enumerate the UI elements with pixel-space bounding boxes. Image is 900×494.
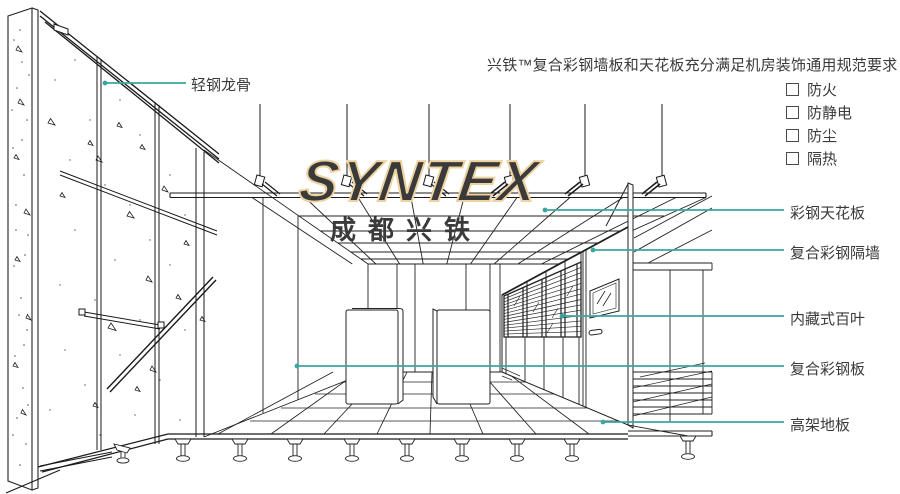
right-side-panels xyxy=(627,195,713,437)
label-light-steel-keel: 轻钢龙骨 xyxy=(191,77,252,94)
checklist-item-label: 防火 xyxy=(807,82,838,99)
checklist-item-label: 防静电 xyxy=(807,105,853,122)
checkbox-icon xyxy=(786,106,799,119)
door-window xyxy=(589,278,620,319)
door-handle xyxy=(588,328,603,336)
steel-keel-frame xyxy=(5,10,220,494)
ceiling-front-band xyxy=(169,192,707,199)
partition-wall xyxy=(501,182,634,429)
leader-lines xyxy=(102,80,784,425)
hanger-rod xyxy=(253,104,281,197)
server-cabinet-2 xyxy=(432,308,491,405)
concrete-texture xyxy=(12,45,33,416)
left-wall-panels xyxy=(203,198,369,438)
label-concealed-louver: 内藏式百叶 xyxy=(790,311,866,328)
checkbox-icon xyxy=(786,152,799,165)
checklist-item-dustproof: 防尘 xyxy=(786,124,852,147)
hanger-rod xyxy=(564,104,591,197)
checklist-item-heat-insulation: 隔热 xyxy=(786,147,852,170)
keel-speckles xyxy=(49,59,186,436)
floor-pedestals xyxy=(113,435,697,464)
ceiling-hangers xyxy=(253,104,668,197)
label-steel-ceiling-panel: 彩钢天花板 xyxy=(790,205,866,222)
hanger-rod xyxy=(422,104,450,197)
label-composite-steel-panel: 复合彩钢板 xyxy=(790,361,866,378)
server-cabinet-1 xyxy=(345,308,404,405)
checkbox-icon xyxy=(786,83,799,96)
hanger-rod xyxy=(340,104,368,197)
keel-wall-texture xyxy=(47,117,206,409)
louver-blinds xyxy=(503,252,582,404)
label-composite-partition: 复合彩钢隔墙 xyxy=(790,245,881,262)
page-title: 兴铁™复合彩钢墙板和天花板充分满足机房装饰通用规范要求 xyxy=(487,57,898,74)
concrete-wall xyxy=(7,7,39,491)
checklist-item-fire: 防火 xyxy=(786,78,852,101)
hanger-rod xyxy=(641,104,668,197)
checkbox-icon xyxy=(786,129,799,142)
checklist-item-label: 防尘 xyxy=(807,128,838,145)
concrete-speckles xyxy=(11,29,30,466)
partition-door xyxy=(582,250,620,408)
label-raised-floor: 高架地板 xyxy=(790,417,851,434)
checklist-item-antistatic: 防静电 xyxy=(786,101,852,124)
checklist-item-label: 隔热 xyxy=(807,151,838,168)
hanger-rod xyxy=(489,104,516,197)
spec-checklist: 防火 防静电 防尘 隔热 xyxy=(786,78,852,170)
